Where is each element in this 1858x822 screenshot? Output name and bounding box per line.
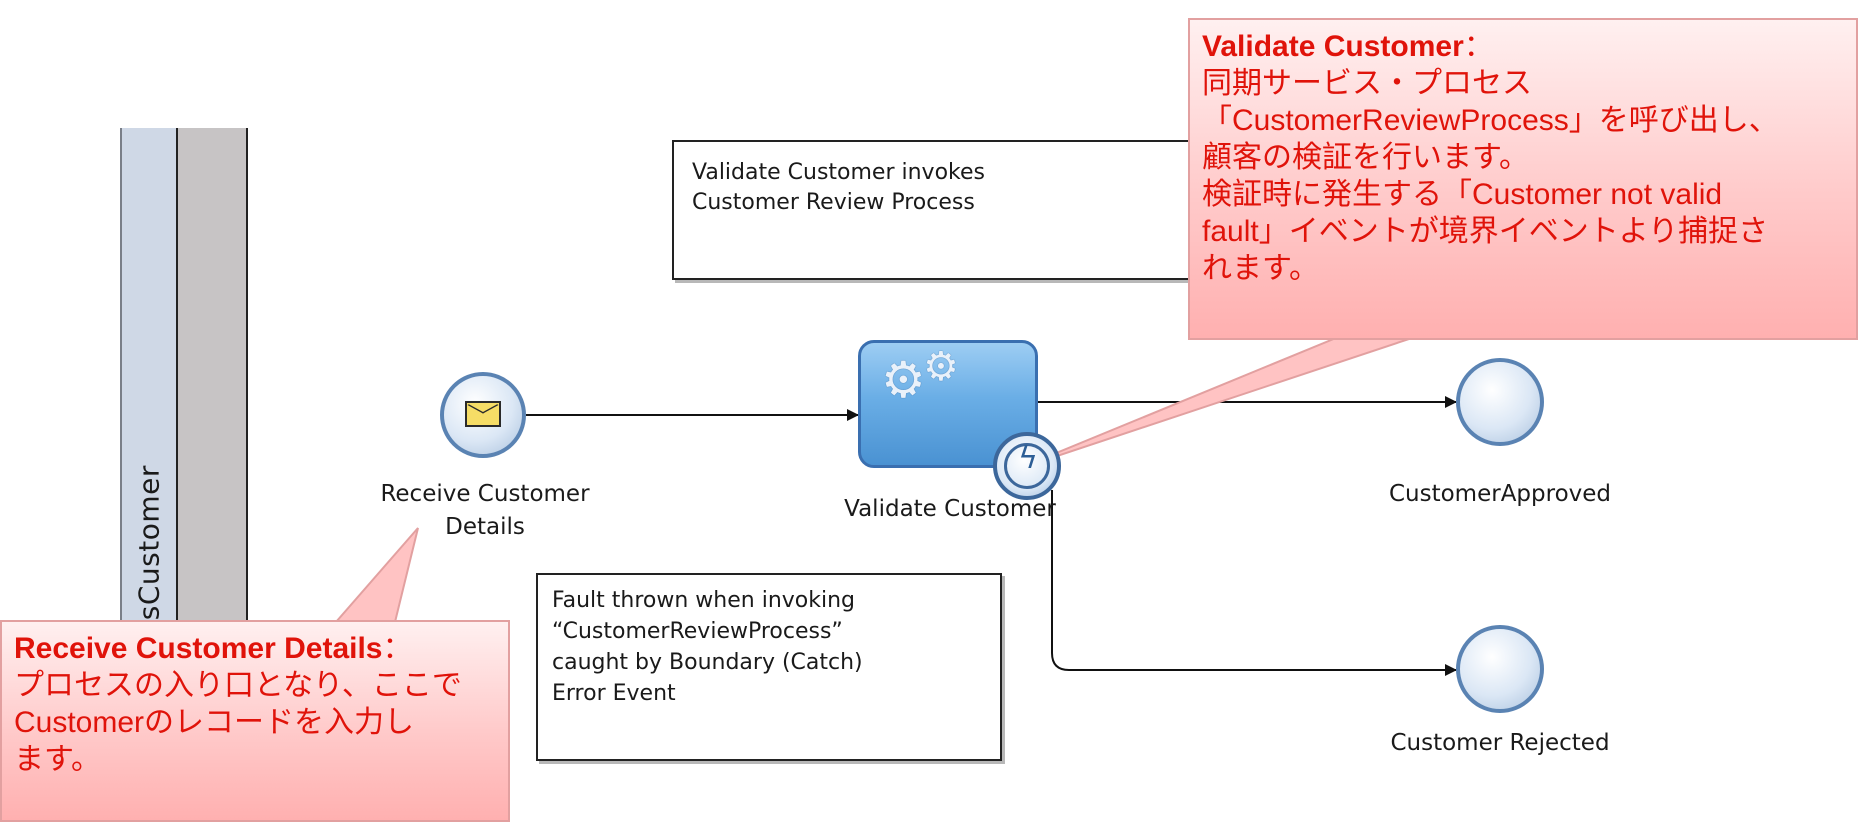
envelope-icon <box>465 401 501 427</box>
gear-icon: ⚙ <box>881 351 926 409</box>
start-event-label: Receive Customer Details <box>380 481 590 540</box>
start-message-event[interactable] <box>440 372 526 458</box>
rejected-label: Customer Rejected <box>1390 730 1610 756</box>
error-bolt-icon: ϟ <box>1018 441 1038 476</box>
boundary-event-inner-ring <box>1004 443 1050 489</box>
callout-left-body: プロセスの入り口となり、ここで Customerのレコードを入力し ます。 <box>14 669 462 776</box>
validate-customer-task[interactable]: ⚙ ⚙ <box>858 340 1038 468</box>
gear-icon: ⚙ <box>923 344 959 390</box>
callout-left-sep: ： <box>382 632 413 665</box>
callout-validate-customer: Validate Customer： 同期サービス・プロセス 「Customer… <box>1188 18 1858 340</box>
callout-right-pointer <box>1014 337 1413 471</box>
task-label: Validate Customer <box>844 496 1056 522</box>
callout-right-body: 同期サービス・プロセス 「CustomerReviewProcess」を呼び出し… <box>1202 67 1779 285</box>
annotation-bottom: Fault thrown when invoking “CustomerRevi… <box>536 573 1002 761</box>
end-event-approved[interactable] <box>1456 358 1544 446</box>
annotation-top: Validate Customer invokes Customer Revie… <box>672 140 1212 280</box>
flow-boundary-to-rejected[interactable] <box>1051 490 1457 676</box>
callout-receive-customer-details: Receive Customer Details： プロセスの入り口となり、ここ… <box>0 620 510 822</box>
callout-right-sep: ： <box>1463 30 1494 63</box>
approved-label: CustomerApproved <box>1388 481 1612 507</box>
callout-left-heading: Receive Customer Details： <box>14 630 496 667</box>
boundary-error-event[interactable]: ϟ <box>993 432 1061 500</box>
callout-right-heading: Validate Customer： <box>1202 28 1844 65</box>
end-event-rejected[interactable] <box>1456 625 1544 713</box>
callout-left-title: Receive Customer Details <box>14 632 383 665</box>
callout-right-title: Validate Customer <box>1202 30 1464 63</box>
